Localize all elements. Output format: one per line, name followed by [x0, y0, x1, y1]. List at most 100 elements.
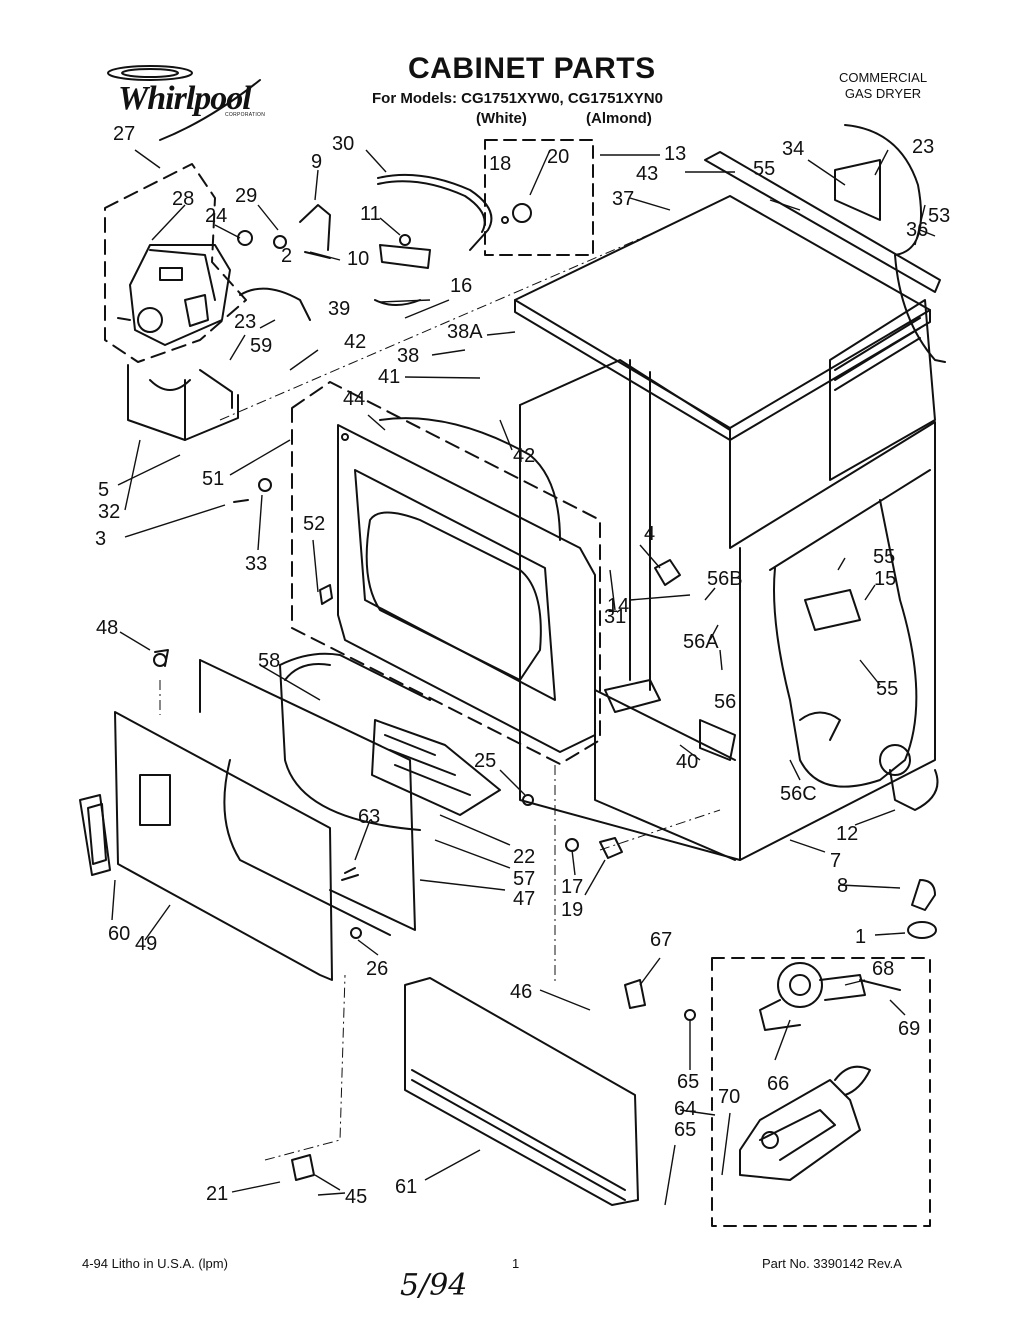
part-label: 64 — [674, 1098, 696, 1120]
part-label: 19 — [561, 899, 583, 921]
part-label: 16 — [450, 275, 472, 297]
part-label: 37 — [612, 188, 634, 210]
color-white-label: (White) — [476, 110, 527, 127]
part-label: 53 — [928, 205, 950, 227]
part-label: 22 — [513, 846, 535, 868]
part-label: 67 — [650, 929, 672, 951]
idler-parts — [237, 204, 431, 321]
part-label: 45 — [345, 1186, 367, 1208]
part-label: 56B — [707, 568, 743, 590]
part-label: 10 — [347, 248, 369, 270]
part-label: 14 — [607, 595, 629, 617]
part-label: 3 — [95, 528, 106, 550]
motor-assembly-outline — [104, 163, 247, 363]
part-label: 21 — [206, 1183, 228, 1205]
part-label: 58 — [258, 650, 280, 672]
part-label: 46 — [510, 981, 532, 1003]
loose-hardware — [153, 478, 937, 1181]
model-numbers: For Models: CG1751XYW0, CG1751XYN0 — [372, 90, 663, 107]
whirlpool-logo-swoosh — [107, 65, 261, 141]
part-label: 55 — [876, 678, 898, 700]
alignment-lines — [159, 229, 721, 1161]
part-label: 52 — [303, 513, 325, 535]
part-label: 27 — [113, 123, 135, 145]
brand-logo: Whirlpool — [118, 80, 252, 117]
part-label: 17 — [561, 876, 583, 898]
part-label: 31 — [604, 606, 626, 628]
product-type-line1: COMMERCIAL — [838, 70, 928, 85]
part-label: 38 — [397, 345, 419, 367]
drive-motor — [117, 244, 231, 346]
part-label: 13 — [664, 143, 686, 165]
part-number-labels: 27 28 24 29 9 30 11 18 20 13 43 55 34 23… — [95, 123, 950, 1208]
part-label: 38A — [447, 321, 483, 343]
part-label: 40 — [676, 751, 698, 773]
product-type: COMMERCIAL GAS DRYER — [818, 70, 948, 102]
part-label: 12 — [836, 823, 858, 845]
part-label: 1 — [855, 926, 866, 948]
part-label: 15 — [874, 568, 896, 590]
part-label: 55 — [873, 546, 895, 568]
product-type-line2: GAS DRYER — [844, 86, 922, 101]
burner-parts-inside — [604, 589, 861, 761]
part-label: 29 — [235, 185, 257, 207]
part-label: 33 — [245, 553, 267, 575]
cabinet-body — [519, 299, 939, 861]
part-label: 43 — [636, 163, 658, 185]
drum-seal — [379, 417, 561, 541]
part-label: 8 — [837, 875, 848, 897]
part-label: 24 — [205, 205, 227, 227]
part-label: 7 — [830, 850, 841, 872]
part-label: 42 — [344, 331, 366, 353]
leader-lines — [111, 149, 936, 1206]
part-number: Part No. 3390142 Rev.A — [762, 1256, 902, 1271]
motor-mount-bracket — [127, 364, 239, 441]
part-label: 70 — [718, 1086, 740, 1108]
inner-door — [279, 652, 501, 831]
rear-rail — [704, 151, 941, 293]
idler-pulley — [501, 203, 532, 224]
gas-cord — [844, 124, 946, 363]
page-title: CABINET PARTS — [408, 52, 656, 85]
print-info: 4-94 Litho in U.S.A. (lpm) — [82, 1256, 228, 1271]
front-panel — [114, 659, 416, 981]
part-label: 51 — [202, 468, 224, 490]
part-label: 23 — [234, 311, 256, 333]
part-label: 57 — [513, 868, 535, 890]
part-label: 47 — [513, 888, 535, 910]
part-label: 25 — [474, 750, 496, 772]
brand-corporation-text: CORPORATION — [225, 112, 266, 118]
part-label: 48 — [96, 617, 118, 639]
part-label: 42 — [513, 445, 535, 467]
part-label: 11 — [360, 203, 381, 225]
part-label: 59 — [250, 335, 272, 357]
part-label: 44 — [343, 388, 365, 410]
part-label: 30 — [332, 133, 354, 155]
part-label: 28 — [172, 188, 194, 210]
part-label: 41 — [378, 366, 400, 388]
part-label: 56 — [714, 691, 736, 713]
front-bulkhead — [337, 424, 596, 753]
idler-kit-outline — [484, 139, 594, 256]
drive-belt — [377, 173, 493, 251]
part-label: 56A — [683, 631, 719, 653]
part-label: 68 — [872, 958, 894, 980]
part-label: 23 — [912, 136, 934, 158]
part-label: 26 — [366, 958, 388, 980]
top-panel — [514, 195, 931, 441]
part-label: 5 — [98, 479, 109, 501]
part-label: 65 — [677, 1071, 699, 1093]
part-label: 49 — [135, 933, 157, 955]
part-label: 2 — [281, 245, 292, 267]
part-label: 36 — [906, 219, 928, 241]
handwritten-date: 5/94 — [400, 1268, 468, 1303]
part-label: 39 — [328, 298, 350, 320]
part-label: 9 — [311, 151, 322, 173]
part-label: 65 — [674, 1119, 696, 1141]
gas-valve-outline — [711, 957, 931, 1227]
part-label: 63 — [358, 806, 380, 828]
part-label: 18 — [489, 153, 511, 175]
part-label: 55 — [753, 158, 775, 180]
part-label: 56C — [780, 783, 817, 805]
